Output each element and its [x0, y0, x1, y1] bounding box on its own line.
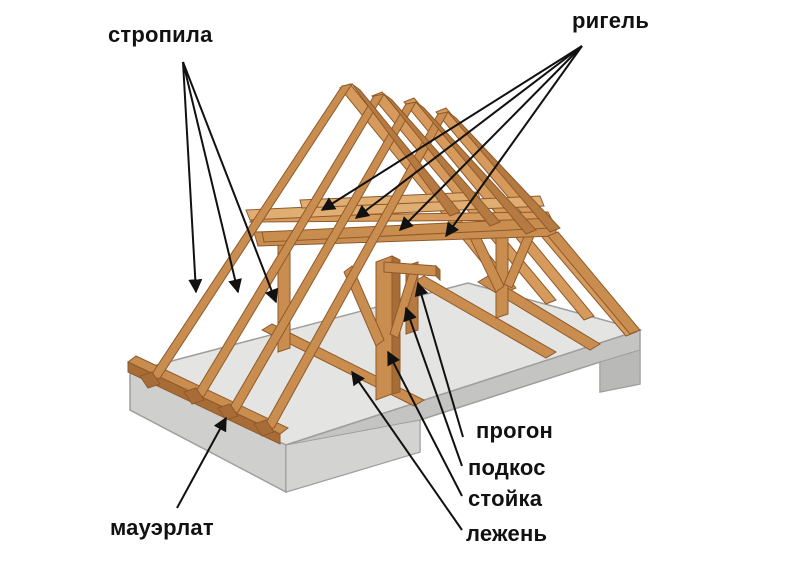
leader-arrows — [176, 45, 583, 531]
rafters-right-front — [351, 83, 641, 335]
label-wall-plate: мауэрлат — [110, 515, 214, 540]
label-post: стойка — [468, 486, 543, 511]
label-sill-beam: лежень — [466, 521, 548, 546]
label-purlin: прогон — [476, 418, 553, 443]
rafter-tails — [139, 371, 275, 437]
label-rafters: стропила — [108, 22, 213, 47]
label-crossbar: ригель — [572, 8, 650, 33]
label-strut: подкос — [468, 455, 546, 480]
